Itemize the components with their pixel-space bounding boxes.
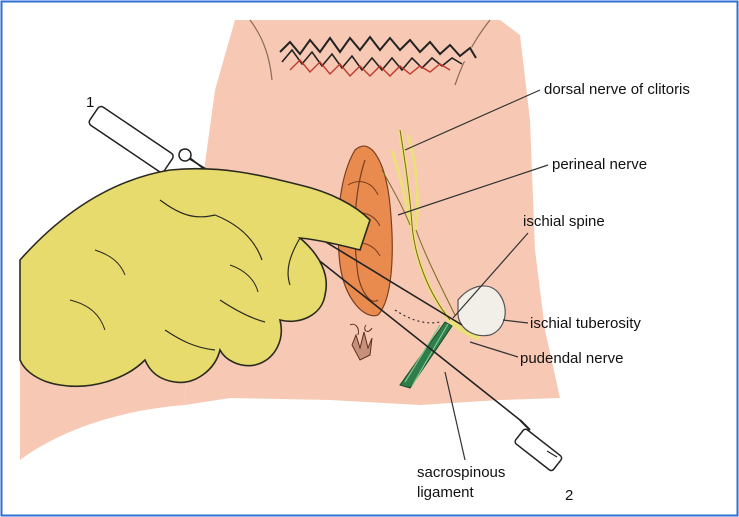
- label-sacrospinous-line2: ligament: [417, 483, 474, 502]
- label-pudendal-nerve: pudendal nerve: [520, 349, 623, 368]
- label-sacrospinous-line1: sacrospinous: [417, 463, 505, 482]
- label-perineal-nerve: perineal nerve: [552, 155, 647, 174]
- label-dorsal-nerve-of-clitoris: dorsal nerve of clitoris: [544, 80, 690, 99]
- needle-marker-1: 1: [86, 94, 94, 111]
- label-ischial-tuberosity: ischial tuberosity: [530, 314, 641, 333]
- ischial-tuberosity-bone: [458, 286, 505, 336]
- label-ischial-spine: ischial spine: [523, 212, 605, 231]
- needle-marker-2: 2: [565, 487, 573, 504]
